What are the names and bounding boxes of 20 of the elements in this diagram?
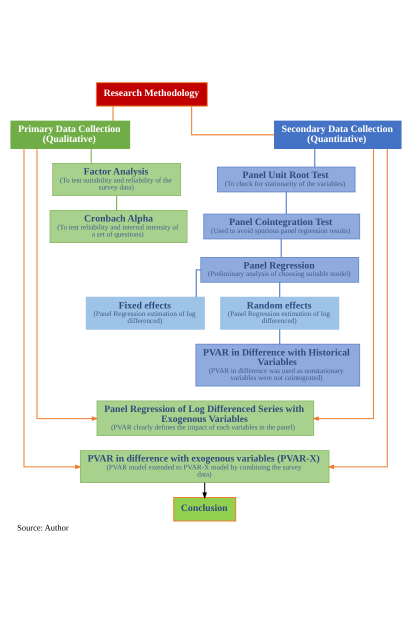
connector <box>90 148 92 164</box>
connector <box>286 192 287 214</box>
connector <box>314 148 316 167</box>
connector <box>279 282 280 298</box>
arrow <box>202 482 208 500</box>
arrow <box>23 148 82 470</box>
connector <box>280 239 282 258</box>
connector <box>279 329 280 344</box>
connector <box>116 196 118 210</box>
connector <box>196 269 201 298</box>
caption: Source: Author <box>17 522 69 532</box>
node-box: Conclusion <box>173 497 236 522</box>
arrow <box>327 148 388 470</box>
connector <box>191 106 274 136</box>
node-box: Research Methodology <box>96 82 208 107</box>
arrow <box>36 148 98 421</box>
node-box: Secondary Data Collection (Quantitative) <box>274 120 402 149</box>
connector <box>112 106 114 121</box>
node-box: Primary Data Collection (Qualitative) <box>10 120 130 149</box>
arrow <box>312 148 374 421</box>
